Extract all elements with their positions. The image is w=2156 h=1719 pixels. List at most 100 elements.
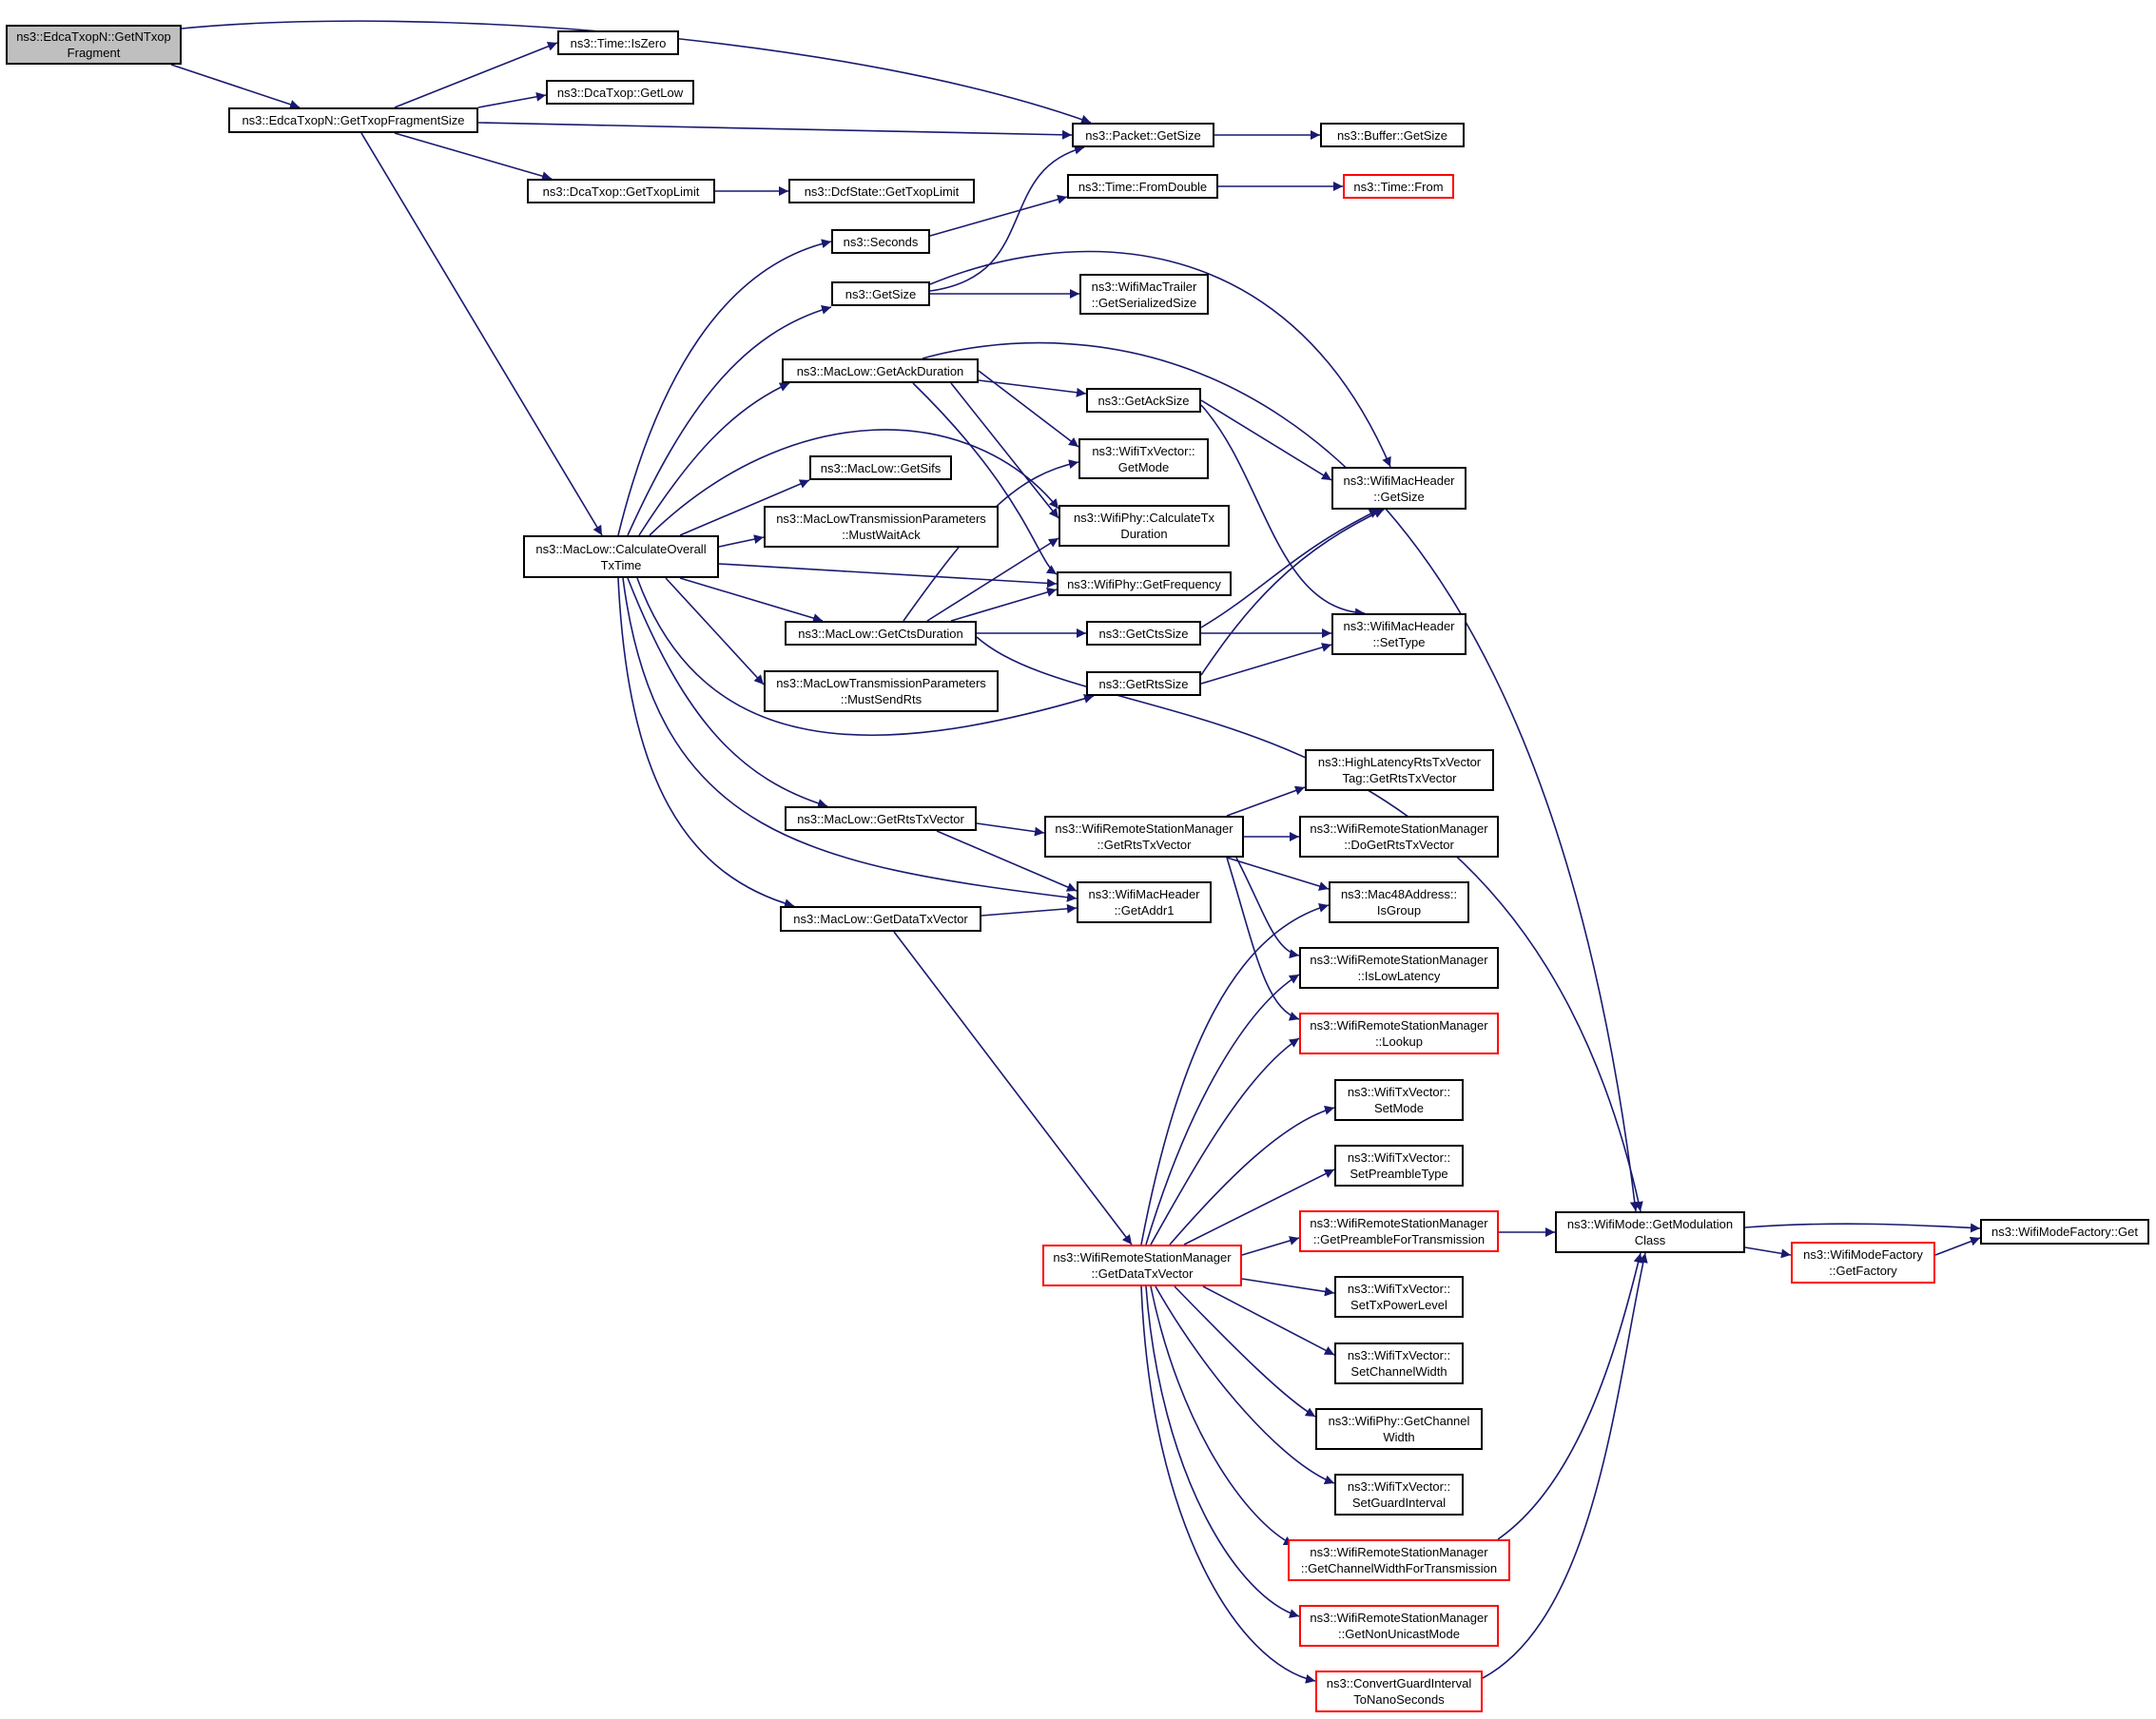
node-wrsm-get-data-tx-vector[interactable]: ns3::WifiRemoteStationManager::GetDataTx… [1042,1245,1242,1286]
node-label-line: ::IsLowLatency [1357,969,1441,983]
node-label-line: ns3::WifiMacTrailer [1091,279,1197,294]
node-label-line: TxTime [600,557,642,572]
node-time-from-double[interactable]: ns3::Time::FromDouble [1067,174,1218,199]
node-wrsm-do-get-rts-tx-vector[interactable]: ns3::WifiRemoteStationManager::DoGetRtsT… [1299,816,1499,858]
node-wifi-mode-factory-get-factory[interactable]: ns3::WifiModeFactory::GetFactory [1791,1242,1935,1284]
node-mac-low-tx-params-must-wait-ack[interactable]: ns3::MacLowTransmissionParameters::MustW… [764,506,999,548]
edge-wrsmGetRtsTxVector-to-isGroup [1226,857,1330,891]
node-wifi-tx-vector-set-preamble-type[interactable]: ns3::WifiTxVector::SetPreambleType [1334,1145,1464,1187]
node-wifi-tx-vector-get-mode[interactable]: ns3::WifiTxVector::GetMode [1078,438,1209,479]
node-label-line: ::SetType [1372,635,1426,649]
edge-wrsmGetRtsTxVector-to-hlGetRtsTxVector [1226,785,1306,817]
edge-getSize-to-packetGetSize [929,145,1085,292]
node-label-line: ::GetPreambleForTransmission [1312,1232,1486,1246]
edge-getFactory-to-modeFactoryGet [1934,1236,1981,1256]
node-mac-low-get-rts-tx-vector[interactable]: ns3::MacLow::GetRtsTxVector [785,806,977,831]
node-mac-low-get-sifs[interactable]: ns3::MacLow::GetSifs [809,455,952,480]
node-wrsm-get-channel-width-for-transmission[interactable]: ns3::WifiRemoteStationManager::GetChanne… [1288,1539,1510,1581]
edge-calcOverall-to-getSize [627,304,832,536]
node-get-txop-fragment-size[interactable]: ns3::EdcaTxopN::GetTxopFragmentSize [228,107,478,133]
node-wifi-tx-vector-set-tx-power-level[interactable]: ns3::WifiTxVector::SetTxPowerLevel [1334,1276,1464,1318]
node-get-cts-size[interactable]: ns3::GetCtsSize [1086,621,1201,646]
node-wrsm-get-preamble-for-transmission[interactable]: ns3::WifiRemoteStationManager::GetPreamb… [1299,1210,1499,1252]
node-label-line: SetTxPowerLevel [1350,1298,1447,1312]
edge-seconds-to-timeFromDouble [929,194,1068,237]
node-label-line: ns3::WifiRemoteStationManager [1310,953,1488,967]
node-label-line: ns3::GetSize [845,286,917,301]
node-label-line: ns3::WifiPhy::GetChannel [1328,1414,1470,1428]
edge-getCtsDuration-to-calcTxDuration [926,537,1059,622]
edge-getDataTxVector-to-wrsmGetDataTxVector [893,931,1133,1246]
node-label-line: ns3::Time::IsZero [570,35,667,50]
node-wifi-mac-trailer-get-serialized-size[interactable]: ns3::WifiMacTrailer::GetSerializedSize [1079,274,1209,315]
node-label-line: ::GetFactory [1829,1264,1897,1278]
node-label-line: ::MustWaitAck [842,528,921,542]
node-label-line: ::GetAddr1 [1114,903,1175,917]
node-label-line: Width [1383,1430,1415,1444]
node-label-line: ns3::MacLowTransmissionParameters [776,676,986,690]
node-wifi-mode-factory-get[interactable]: ns3::WifiModeFactory::Get [1980,1219,2149,1245]
node-get-rts-size[interactable]: ns3::GetRtsSize [1086,671,1201,696]
node-buffer-get-size[interactable]: ns3::Buffer::GetSize [1320,123,1465,147]
node-mac-low-get-cts-duration[interactable]: ns3::MacLow::GetCtsDuration [785,621,977,646]
node-label-line: ns3::WifiTxVector:: [1347,1479,1451,1494]
node-label-line: IsGroup [1376,903,1422,917]
edge-getAckDuration-to-getAckSize [978,379,1087,397]
node-label-line: ns3::MacLow::GetSifs [820,460,942,475]
node-label-line: ::GetNonUnicastMode [1338,1627,1460,1641]
edge-wrsmGetDataTxVector-to-setMode [1169,1105,1335,1246]
node-time-is-zero[interactable]: ns3::Time::IsZero [557,30,679,55]
node-label-line: GetMode [1117,459,1170,474]
node-label-line: ns3::WifiRemoteStationManager [1055,821,1233,836]
node-label-line: ns3::WifiRemoteStationManager [1310,1216,1488,1230]
edge-wrsmGetRtsTxVector-to-lookup [1226,857,1300,1021]
node-label-line: ns3::WifiRemoteStationManager [1310,1545,1488,1559]
node-wrsm-get-rts-tx-vector[interactable]: ns3::WifiRemoteStationManager::GetRtsTxV… [1044,816,1244,858]
node-label-line: ns3::MacLow::GetRtsTxVector [797,811,964,826]
node-wifi-phy-get-frequency[interactable]: ns3::WifiPhy::GetFrequency [1057,571,1232,596]
node-packet-get-size[interactable]: ns3::Packet::GetSize [1072,123,1214,147]
node-label-line: ns3::WifiModeFactory [1803,1247,1923,1262]
node-mac48-address-is-group[interactable]: ns3::Mac48Address::IsGroup [1329,881,1469,923]
node-seconds[interactable]: ns3::Seconds [831,229,930,254]
node-label-line: Fragment [67,46,121,60]
node-label-line: ns3::WifiTxVector:: [1347,1085,1451,1099]
node-wrsm-lookup[interactable]: ns3::WifiRemoteStationManager::Lookup [1299,1013,1499,1054]
node-label-line: ns3::DcaTxop::GetTxopLimit [542,183,700,199]
node-wifi-tx-vector-set-channel-width[interactable]: ns3::WifiTxVector::SetChannelWidth [1334,1342,1464,1384]
node-wrsm-get-non-unicast-mode[interactable]: ns3::WifiRemoteStationManager::GetNonUni… [1299,1605,1499,1647]
edge-wrsmGetDataTxVector-to-setTxPowerLevel [1241,1278,1335,1297]
node-dca-get-low[interactable]: ns3::DcaTxop::GetLow [546,80,694,105]
node-wifi-mac-header-set-type[interactable]: ns3::WifiMacHeader::SetType [1331,613,1466,655]
node-wifi-tx-vector-set-guard-interval[interactable]: ns3::WifiTxVector::SetGuardInterval [1334,1474,1464,1516]
node-label-line: ns3::EdcaTxopN::GetNTxop [16,29,171,44]
edge-wrsmGetDataTxVector-to-lookup [1150,1037,1300,1246]
node-wrsm-is-low-latency[interactable]: ns3::WifiRemoteStationManager::IsLowLate… [1299,947,1499,989]
edge-calcOverall-to-mustWaitAck [718,534,765,548]
edge-calcOverall-to-calcTxDuration [649,429,1059,536]
node-dca-get-txop-limit[interactable]: ns3::DcaTxop::GetTxopLimit [527,179,715,203]
node-get-size[interactable]: ns3::GetSize [831,281,930,306]
node-get-ack-size[interactable]: ns3::GetAckSize [1086,388,1201,413]
node-wifi-mac-header-get-size[interactable]: ns3::WifiMacHeader::GetSize [1331,467,1466,510]
node-label-line: ns3::WifiTxVector:: [1347,1150,1451,1165]
node-wifi-tx-vector-set-mode[interactable]: ns3::WifiTxVector::SetMode [1334,1079,1464,1121]
edge-wrsmGetDataTxVector-to-convertGuardInterval [1140,1285,1316,1684]
edge-getTxopFragmentSize-to-packetGetSize [477,122,1073,140]
node-time-from[interactable]: ns3::Time::From [1343,174,1454,199]
edge-calcOverall-to-getDataTxVector [617,577,795,909]
node-label-line: Tag::GetRtsTxVector [1342,771,1457,785]
node-mac-low-get-data-tx-vector[interactable]: ns3::MacLow::GetDataTxVector [780,906,981,932]
node-wifi-mac-header-get-addr1[interactable]: ns3::WifiMacHeader::GetAddr1 [1077,881,1212,923]
node-mac-low-get-ack-duration[interactable]: ns3::MacLow::GetAckDuration [782,358,979,383]
edge-wrsmGetDataTxVector-to-setChannelWidth [1202,1285,1335,1356]
node-mac-low-tx-params-must-send-rts[interactable]: ns3::MacLowTransmissionParameters::MustS… [764,670,999,712]
node-label-line: ns3::WifiMacHeader [1088,887,1200,901]
node-dcf-get-txop-limit[interactable]: ns3::DcfState::GetTxopLimit [788,179,975,203]
